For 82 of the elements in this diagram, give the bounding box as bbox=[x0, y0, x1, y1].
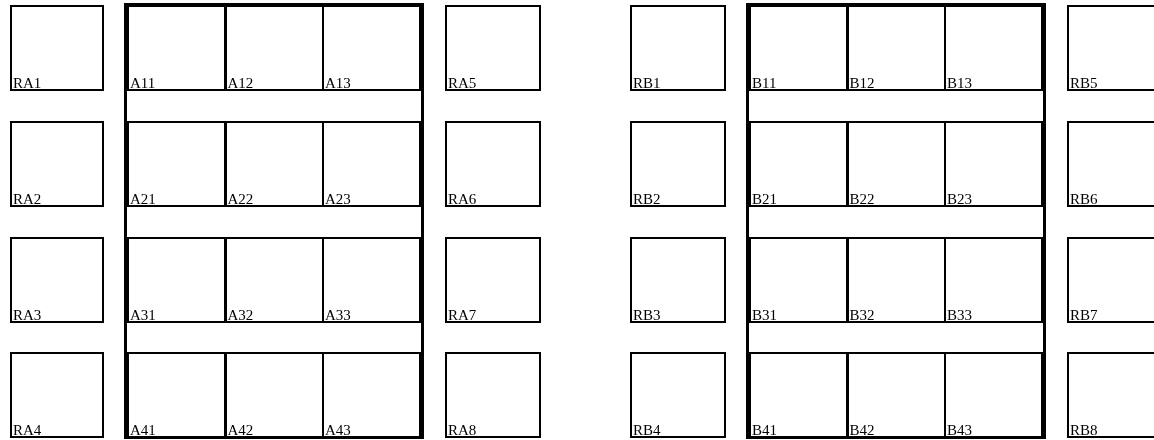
room-label: RB8 bbox=[1070, 422, 1098, 439]
room-box bbox=[846, 5, 946, 91]
room-label: RB5 bbox=[1070, 75, 1098, 92]
room-label: B41 bbox=[752, 422, 777, 439]
room-label: A33 bbox=[325, 307, 351, 324]
room-box bbox=[127, 121, 226, 207]
room-box bbox=[1067, 237, 1154, 323]
room-label: B31 bbox=[752, 307, 777, 324]
room-label: RA7 bbox=[448, 307, 477, 324]
room-label: RA3 bbox=[13, 307, 42, 324]
room-label: RB6 bbox=[1070, 191, 1098, 208]
block-outline bbox=[124, 3, 424, 439]
room-label: B43 bbox=[947, 422, 972, 439]
room-label: B22 bbox=[849, 191, 875, 208]
room-label: RA6 bbox=[448, 191, 477, 208]
room-label: B21 bbox=[752, 191, 777, 208]
room-label: RA4 bbox=[13, 422, 42, 439]
room-label: RB4 bbox=[633, 422, 661, 439]
room-box bbox=[944, 5, 1043, 91]
room-box bbox=[749, 121, 848, 207]
room-box bbox=[630, 5, 726, 91]
room-box bbox=[445, 121, 541, 207]
room-box bbox=[10, 121, 104, 207]
room-box bbox=[846, 237, 946, 323]
room-box bbox=[1067, 5, 1154, 91]
room-box bbox=[127, 237, 226, 323]
room-label: A23 bbox=[325, 191, 351, 208]
room-label: A12 bbox=[227, 75, 254, 92]
room-label: RB7 bbox=[1070, 307, 1098, 324]
room-label: A32 bbox=[227, 307, 254, 324]
room-label: RA1 bbox=[13, 75, 42, 92]
room-label: B23 bbox=[947, 191, 972, 208]
room-label: RB2 bbox=[633, 191, 661, 208]
room-box bbox=[749, 237, 848, 323]
room-label: RA8 bbox=[448, 422, 477, 439]
room-box bbox=[445, 5, 541, 91]
room-box bbox=[224, 352, 324, 438]
room-label: RB1 bbox=[633, 75, 661, 92]
room-box bbox=[944, 121, 1043, 207]
room-label: A42 bbox=[227, 422, 254, 439]
room-box bbox=[630, 237, 726, 323]
room-label: RB3 bbox=[633, 307, 661, 324]
room-box bbox=[846, 352, 946, 438]
room-label: A22 bbox=[227, 191, 254, 208]
room-label: A21 bbox=[130, 191, 156, 208]
room-label: B33 bbox=[947, 307, 972, 324]
room-label: B32 bbox=[849, 307, 875, 324]
room-label: A31 bbox=[130, 307, 156, 324]
room-box bbox=[10, 237, 104, 323]
room-box bbox=[224, 121, 324, 207]
room-label: B42 bbox=[849, 422, 875, 439]
room-box bbox=[322, 5, 421, 91]
room-box bbox=[322, 352, 421, 438]
room-box bbox=[322, 121, 421, 207]
room-box bbox=[10, 352, 104, 438]
room-box bbox=[1067, 121, 1154, 207]
room-box bbox=[749, 5, 848, 91]
room-label: A13 bbox=[325, 75, 351, 92]
room-box bbox=[10, 5, 104, 91]
room-label: B11 bbox=[752, 75, 777, 92]
room-box bbox=[944, 352, 1043, 438]
room-box bbox=[630, 352, 726, 438]
room-box bbox=[630, 121, 726, 207]
room-box bbox=[944, 237, 1043, 323]
room-box bbox=[749, 352, 848, 438]
room-box bbox=[224, 5, 324, 91]
room-box bbox=[322, 237, 421, 323]
room-label: B12 bbox=[849, 75, 875, 92]
room-label: A11 bbox=[130, 75, 156, 92]
room-label: RA2 bbox=[13, 191, 42, 208]
room-box bbox=[127, 5, 226, 91]
room-box bbox=[224, 237, 324, 323]
room-label: RA5 bbox=[448, 75, 477, 92]
room-box bbox=[846, 121, 946, 207]
room-label: A41 bbox=[130, 422, 156, 439]
room-box bbox=[445, 352, 541, 438]
room-label: B13 bbox=[947, 75, 972, 92]
room-box bbox=[127, 352, 226, 438]
room-box bbox=[445, 237, 541, 323]
room-box bbox=[1067, 352, 1154, 438]
room-label: A43 bbox=[325, 422, 351, 439]
block-outline bbox=[746, 3, 1046, 439]
